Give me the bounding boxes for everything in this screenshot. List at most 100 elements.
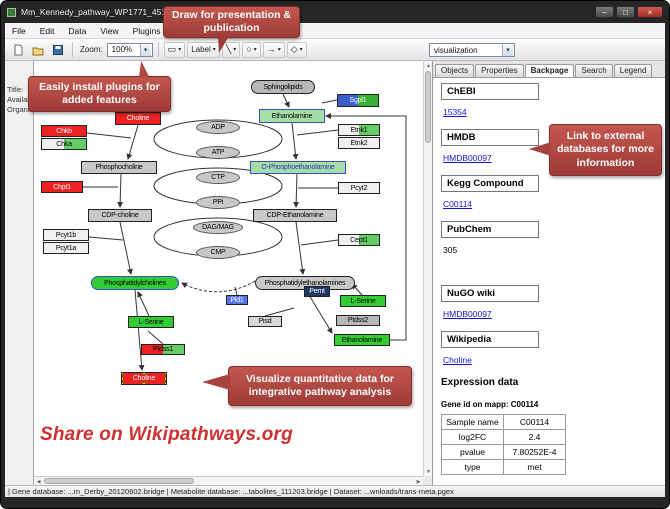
chevron-down-icon: ▾ [277,47,281,53]
scroll-right-icon[interactable]: ▶ [416,478,421,485]
nugo-link[interactable]: HMDB00097 [443,309,492,319]
pathway-node[interactable]: Ptdss1 [141,344,185,355]
backpage-section-hmdb: HMDB HMDB00097 [441,129,657,163]
pathway-node[interactable]: Sphingolipids [251,80,315,94]
tab-backpage[interactable]: Backpage [524,64,575,77]
pathway-node[interactable]: Pcyt1a [43,242,89,254]
pathway-node[interactable]: Ethanolamine [334,334,390,346]
wikipedia-link[interactable]: Choline [443,355,472,365]
kegg-link[interactable]: C00114 [443,199,473,209]
pathway-node[interactable]: Chkb [41,125,87,137]
pathway-node[interactable]: L-Serine [128,316,174,328]
pathway-node[interactable]: Phosphatidylcholines [91,276,179,290]
line-tool-button[interactable]: ╲▾ [221,41,241,58]
window-title: Mm_Kennedy_pathway_WP1771_45176.gpml [21,7,197,17]
pathway-node[interactable]: Pcyt2 [338,182,380,194]
pathway-node[interactable]: Pisd [248,316,282,327]
pathway-node[interactable]: CDP-choline [88,209,152,222]
selection-handle[interactable] [122,376,124,381]
pubchem-value: 305 [443,245,458,255]
pathway-node[interactable]: L-Serine [340,295,386,307]
chevron-down-icon: ▾ [253,47,257,53]
menu-data[interactable]: Data [68,25,87,36]
pathway-node[interactable]: Choline [121,372,167,385]
pathway-node[interactable]: Etnk1 [338,124,380,136]
horizontal-scrollbar[interactable]: ◀ ▶ [34,476,423,485]
chevron-down-icon: ▾ [212,47,216,53]
selection-handle[interactable] [122,382,124,384]
selection-handle[interactable] [164,373,166,375]
pathway-node[interactable]: O-Phosphoethanolamine [250,161,346,174]
menu-view[interactable]: View [100,25,119,36]
pathway-node[interactable]: CTP [196,171,240,184]
chebi-link[interactable]: 15354 [443,107,467,117]
menu-file[interactable]: File [12,25,26,36]
menu-plugins[interactable]: Plugins [132,25,161,36]
anchor-tool-button[interactable]: ◇▾ [286,41,307,58]
table-cell: met [503,459,566,475]
pathway-node[interactable]: Etnk2 [338,137,380,149]
callout-external-databases: Link to external databases for more info… [529,124,662,176]
left-panel-label-available: Available [7,95,33,104]
horizontal-scroll-thumb[interactable] [44,478,194,484]
shape-tool-button[interactable]: ○▾ [242,41,261,58]
zoom-combobox[interactable]: 100% [106,42,153,57]
label-tool-button[interactable]: Label▾ [187,41,220,58]
arrow-tool-button[interactable]: →▾ [262,41,285,58]
shape-icon: ○ [246,44,252,54]
visualization-combobox[interactable]: visualization [429,43,515,57]
open-file-button[interactable] [29,41,47,58]
main-area: Title: Available Organism [5,61,665,485]
backpage-section-pubchem: PubChem 305 [441,221,657,255]
scroll-down-icon[interactable]: ▼ [426,468,431,475]
pathway-node[interactable]: Chpt1 [41,181,83,193]
tab-legend[interactable]: Legend [613,64,653,77]
pubchem-header: PubChem [441,221,539,238]
selection-handle[interactable] [164,376,166,381]
vertical-scrollbar[interactable]: ▲ ▼ [423,61,432,476]
pathway-node[interactable]: ADP [196,121,240,134]
scrollbar-corner [423,476,432,485]
titlebar[interactable]: Mm_Kennedy_pathway_WP1771_45176.gpml – □… [1,1,669,23]
scroll-left-icon[interactable]: ◀ [36,478,41,485]
open-folder-icon [32,47,44,55]
vertical-scroll-thumb[interactable] [425,71,431,143]
pathway-node[interactable]: Pld1 [226,295,248,305]
backpage-content: ChEBI 15354 HMDB HMDB00097 Kegg Compound… [433,77,665,485]
pathway-node[interactable]: Pcyt1b [43,229,89,241]
menu-edit[interactable]: Edit [39,25,55,36]
pathway-node[interactable]: ATP [196,146,240,159]
selection-handle[interactable] [122,373,124,375]
save-button[interactable] [49,41,67,58]
selection-handle[interactable] [142,382,146,384]
hmdb-link[interactable]: HMDB00097 [443,153,492,163]
pathway-node[interactable]: Pemt [304,286,330,297]
minimize-button[interactable]: – [595,6,614,18]
pathway-node[interactable]: Phosphocholine [81,161,157,174]
new-file-button[interactable] [9,41,27,58]
callout-text: Link to external databases for more info… [557,130,654,169]
table-cell: log2FC [441,429,504,445]
datanode-tool-button[interactable]: ▭▾ [163,41,186,58]
scroll-up-icon[interactable]: ▲ [426,62,431,69]
pathway-node[interactable]: DAG/MAG [193,221,243,234]
pathway-node[interactable]: CDP-Ethanolamine [253,209,337,222]
pathway-node[interactable]: Choline [115,112,161,125]
selection-handle[interactable] [164,382,166,384]
maximize-button[interactable]: □ [616,6,635,18]
pathway-node[interactable]: Chka [41,138,87,150]
pathway-node[interactable]: CMP [196,246,240,259]
pathway-node[interactable]: Cept1 [338,234,380,246]
pathway-node[interactable]: Ptdss2 [336,315,380,326]
pathway-node[interactable]: Sgpl1 [337,94,379,107]
tab-search[interactable]: Search [575,64,613,77]
backpage-section-chebi: ChEBI 15354 [441,83,657,117]
pathway-node[interactable]: Ethanolamine [259,109,325,123]
close-button[interactable]: × [637,6,663,18]
tab-properties[interactable]: Properties [475,64,524,77]
selection-handle[interactable] [142,373,146,375]
pathway-node[interactable]: PPi [196,196,240,209]
expression-data-title: Expression data [441,377,519,388]
tab-objects[interactable]: Objects [435,64,475,77]
